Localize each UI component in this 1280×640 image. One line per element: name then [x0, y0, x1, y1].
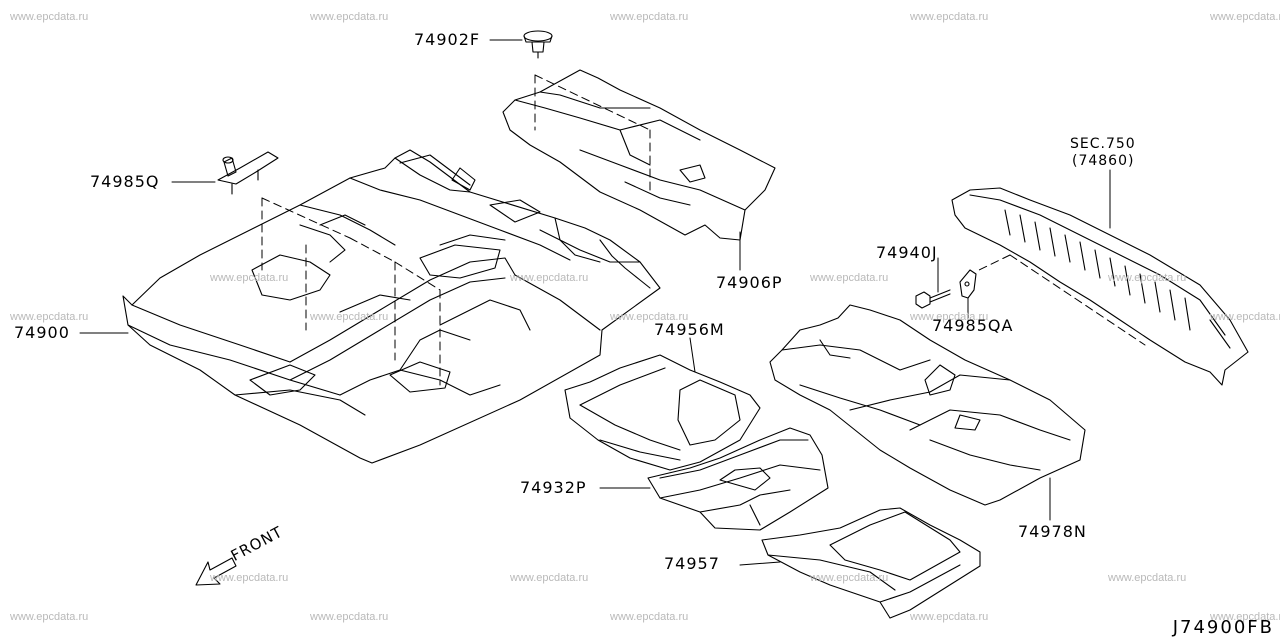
drawing-code: J74900FB	[1172, 617, 1274, 638]
watermark: www.epcdata.ru	[10, 611, 89, 623]
watermark: www.epcdata.ru	[910, 611, 989, 623]
mat-74956M-part	[564, 354, 761, 471]
part-label-74985Q[interactable]: 74985Q	[90, 172, 160, 191]
part-label-74900[interactable]: 74900	[14, 323, 70, 342]
main-floor-carpet-part	[122, 149, 661, 464]
clip-74902F-part	[523, 30, 553, 59]
watermark: www.epcdata.ru	[1108, 272, 1187, 284]
watermark: www.epcdata.ru	[310, 611, 389, 623]
watermark: www.epcdata.ru	[910, 11, 989, 23]
part-label-74932P[interactable]: 74932P	[520, 478, 587, 497]
watermark: www.epcdata.ru	[510, 572, 589, 584]
part-label-74957[interactable]: 74957	[664, 554, 720, 573]
watermark: www.epcdata.ru	[810, 272, 889, 284]
watermark: www.epcdata.ru	[10, 311, 89, 323]
mat-74957-part	[761, 507, 981, 619]
mat-74932P-part	[647, 427, 829, 531]
clip-74985QA-part	[959, 269, 977, 299]
part-label-74985QA[interactable]: 74985QA	[932, 316, 1014, 335]
watermark: www.epcdata.ru	[1210, 11, 1280, 23]
watermark: www.epcdata.ru	[310, 311, 389, 323]
rear-trim-panel-part	[951, 187, 1249, 386]
watermark: www.epcdata.ru	[610, 311, 689, 323]
watermark: www.epcdata.ru	[1210, 311, 1280, 323]
mat-74978N-part	[769, 304, 1086, 506]
watermark: www.epcdata.ru	[510, 272, 589, 284]
watermark: www.epcdata.ru	[210, 572, 289, 584]
watermark: www.epcdata.ru	[810, 572, 889, 584]
bolt-74940J-part	[915, 289, 951, 309]
part-label-74956M[interactable]: 74956M	[654, 320, 725, 339]
part-label-74902F[interactable]: 74902F	[414, 30, 481, 49]
rear-carpet-74906P-part	[502, 69, 776, 241]
watermark: www.epcdata.ru	[310, 11, 389, 23]
watermark: www.epcdata.ru	[610, 11, 689, 23]
watermark: www.epcdata.ru	[10, 11, 89, 23]
part-label-74940J[interactable]: 74940J	[876, 243, 938, 262]
watermark: www.epcdata.ru	[910, 311, 989, 323]
front-arrow-icon	[195, 557, 237, 586]
watermark: www.epcdata.ru	[210, 272, 289, 284]
watermark: www.epcdata.ru	[1108, 572, 1187, 584]
part-label-74906P[interactable]: 74906P	[716, 273, 783, 292]
clip-74985Q-part	[217, 151, 279, 195]
section-reference-number: (74860)	[1072, 153, 1135, 169]
section-reference-label[interactable]: SEC.750	[1070, 136, 1136, 152]
watermark: www.epcdata.ru	[1210, 611, 1280, 623]
part-label-74978N[interactable]: 74978N	[1018, 522, 1087, 541]
watermark: www.epcdata.ru	[610, 611, 689, 623]
